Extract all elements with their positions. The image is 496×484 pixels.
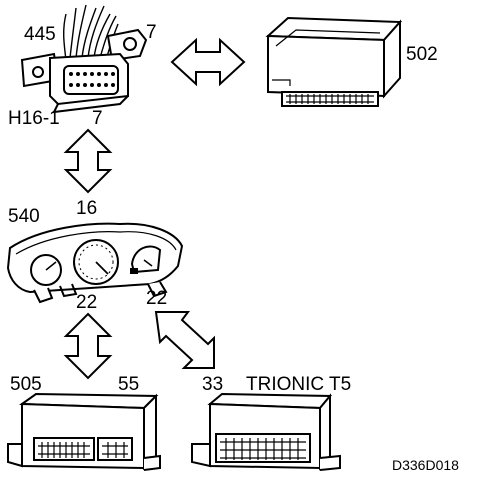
double-headed-arrow-icon (63, 312, 113, 380)
control-module-top (265, 16, 403, 107)
module-right-name-label: TRIONIC T5 (246, 374, 351, 395)
module-trionic-pins (220, 438, 306, 460)
module-right-pin-label: 33 (202, 374, 223, 395)
module-left-id-label: 505 (10, 374, 42, 395)
cluster-pin-left-label: 22 (76, 292, 97, 313)
control-module-left (7, 392, 161, 471)
cluster-id-label: 540 (8, 206, 40, 227)
double-headed-arrow-icon (154, 311, 215, 369)
gauge-right (130, 245, 162, 274)
connector-id-label: 445 (24, 24, 56, 45)
instrument-cluster-icon (6, 222, 184, 304)
double-headed-arrow-icon (170, 37, 246, 87)
cluster-pin-right-label: 22 (146, 288, 167, 309)
diagnostic-connector-icon (20, 4, 148, 114)
connector-pin-bottom-label: 7 (92, 108, 103, 129)
connector-pin-top-label: 7 (146, 22, 157, 43)
connector-name-label: H16-1 (8, 108, 60, 129)
figure-code-label: D336D018 (392, 457, 459, 473)
ecu-top-id-label: 502 (406, 44, 438, 65)
double-headed-arrow-icon (63, 128, 113, 194)
cluster-pin-top-label: 16 (76, 198, 97, 219)
module-top-pins (286, 94, 374, 104)
connector-pin-face (63, 65, 119, 95)
module-left-pins (38, 442, 90, 458)
control-module-trionic (191, 392, 341, 471)
connector-pins (69, 72, 115, 87)
module-left-pin-label: 55 (118, 374, 139, 395)
